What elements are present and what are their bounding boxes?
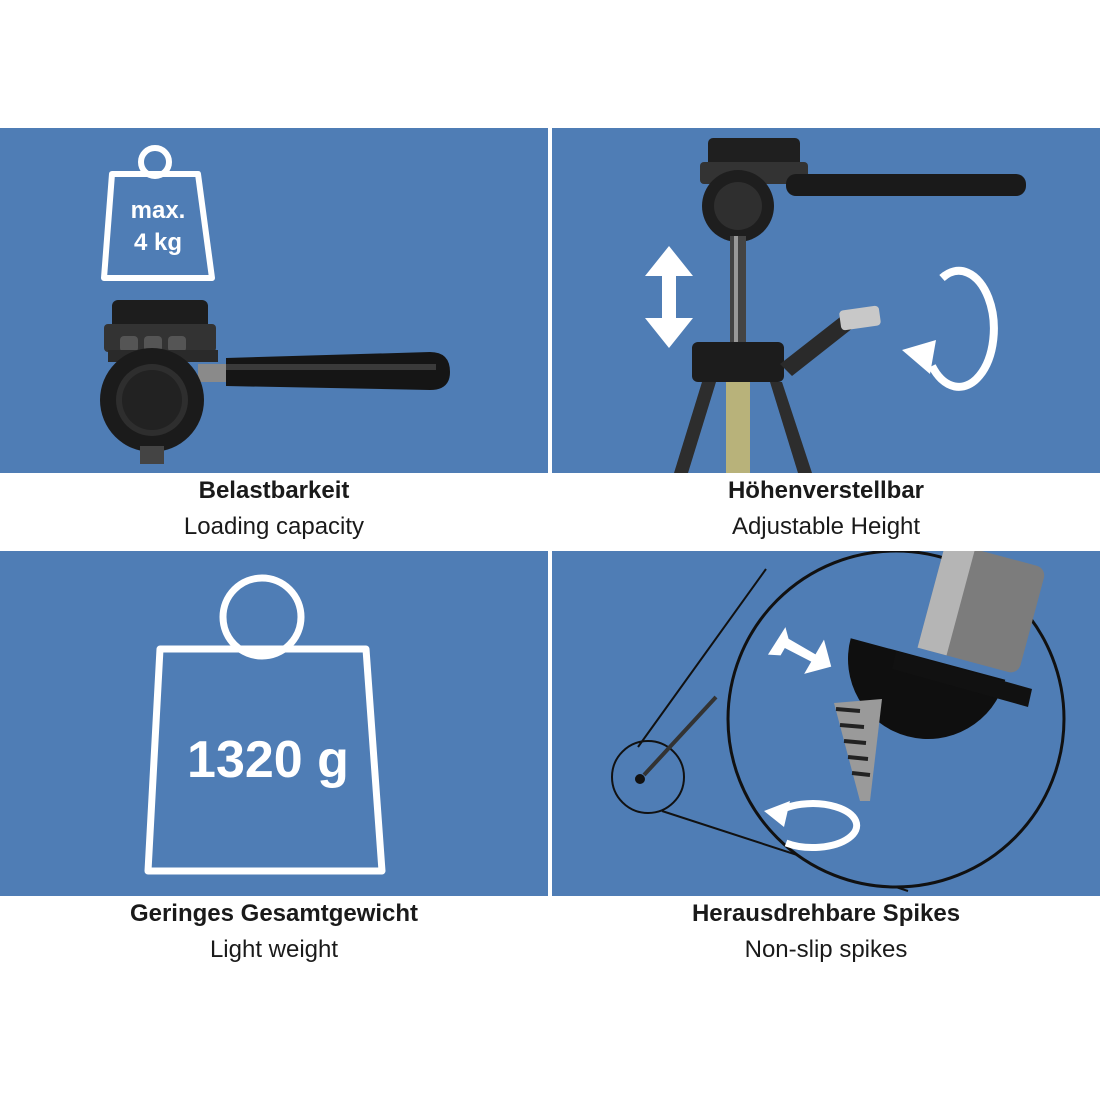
panel-light-weight: 1320 g [0, 551, 548, 896]
caption-title-de: Geringes Gesamtgewicht [129, 900, 419, 927]
weight-line1: max. [131, 197, 186, 224]
tripod-head-icon [100, 300, 450, 464]
caption-non-slip-spikes: Herausdrehbare Spikes Non-slip spikes [552, 899, 1100, 965]
panel-adjustable-height [552, 128, 1100, 473]
caption-title-de: Höhenverstellbar [727, 477, 925, 504]
spike-screw-icon [611, 551, 1066, 892]
caption-title-en: Light weight [209, 936, 339, 963]
weight-icon: 1320 g [144, 574, 386, 875]
weight-label: 1320 g [187, 731, 349, 789]
weight-icon: max. 4 kg [101, 145, 215, 281]
panel-non-slip-spikes [552, 551, 1100, 896]
caption-title-en: Adjustable Height [731, 513, 921, 540]
caption-title-de: Herausdrehbare Spikes [691, 900, 961, 927]
weight-line2: 4 kg [134, 229, 182, 256]
caption-loading-capacity: Belastbarkeit Loading capacity [0, 476, 548, 542]
caption-adjustable-height: Höhenverstellbar Adjustable Height [552, 476, 1100, 542]
caption-light-weight: Geringes Gesamtgewicht Light weight [0, 899, 548, 965]
height-arrow-icon [645, 246, 693, 348]
caption-title-de: Belastbarkeit [198, 477, 350, 504]
caption-title-en: Non-slip spikes [744, 936, 908, 963]
caption-title-en: Loading capacity [183, 513, 365, 540]
tripod-head-icon [674, 138, 1026, 473]
panel-loading-capacity: max. 4 kg [0, 128, 548, 473]
rotate-arrow-icon [902, 266, 998, 391]
